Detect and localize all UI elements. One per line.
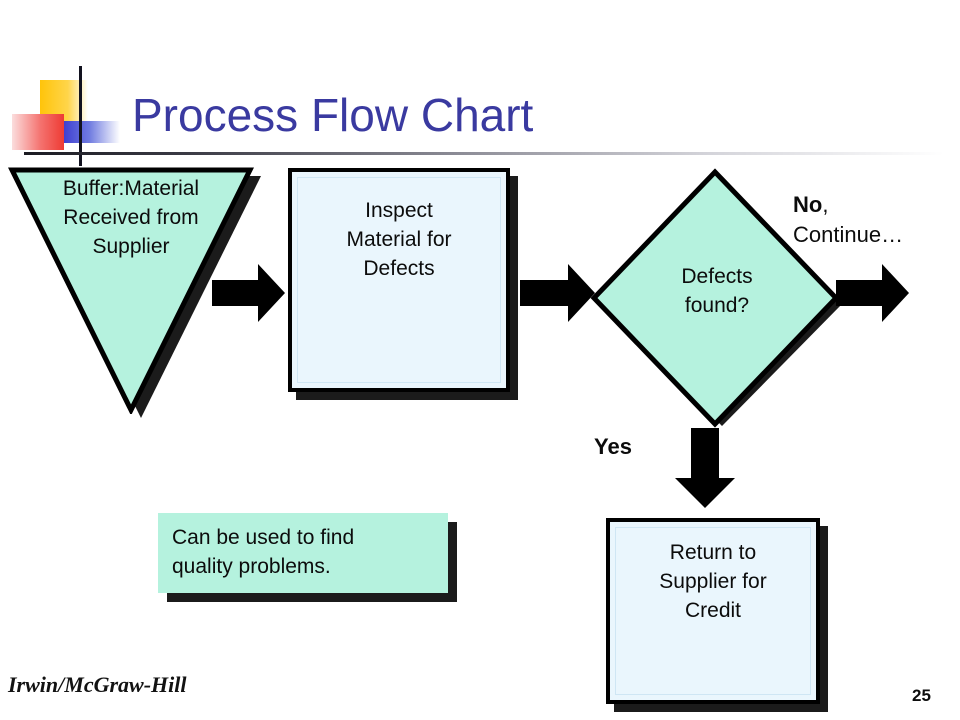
return-box-shape (606, 518, 820, 704)
footer-brand: Irwin/McGraw-Hill (8, 672, 187, 697)
inspect-label-line3: Defects (363, 257, 435, 280)
buffer-label: Buffer:Material Received from Supplier (22, 174, 240, 261)
inspect-label: Inspect Material for Defects (298, 196, 500, 283)
buffer-label-line1: Buffer:Material (62, 177, 200, 200)
vertical-rule-icon (79, 66, 82, 166)
red-square-icon (12, 114, 64, 150)
edge-label-no: No, Continue… (793, 190, 953, 250)
note-label: Can be used to find quality problems. (172, 523, 438, 581)
footer-page-number: 25 (912, 686, 931, 705)
decision-diamond-shape (590, 168, 842, 428)
edge-label-no-strong: No (793, 192, 823, 217)
return-label: Return to Supplier for Credit (616, 538, 810, 625)
blue-square-icon (64, 121, 120, 143)
callout-note[interactable]: Can be used to find quality problems. (158, 513, 457, 602)
edge-label-yes: Yes (594, 434, 632, 459)
connector-arrow-buffer-to-inspect (212, 262, 286, 324)
slide-decoration (10, 66, 140, 166)
edge-label-no-line2: Continue… (793, 222, 904, 247)
inspect-label-line2: Material for (346, 228, 452, 251)
edge-label-no-line1: No, (793, 190, 953, 220)
inspect-inner-border (297, 177, 501, 383)
flow-node-buffer[interactable]: Buffer:Material Received from Supplier (8, 166, 261, 418)
decision-label-line1: Defects (681, 265, 753, 288)
note-label-line1: Can be used to find (172, 526, 355, 549)
return-label-line3: Credit (684, 599, 742, 622)
connector-arrow-decision-no (836, 262, 910, 324)
return-inner-border (615, 527, 811, 695)
flow-node-return[interactable]: Return to Supplier for Credit (606, 518, 828, 712)
inspect-box-shape (288, 168, 510, 392)
note-box-shape (158, 513, 448, 593)
connector-arrow-inspect-to-decision (520, 262, 596, 324)
page-title: Process Flow Chart (132, 89, 534, 141)
note-label-line2: quality problems. (172, 555, 331, 578)
return-label-line1: Return to (669, 541, 757, 564)
title-underline-rule (24, 152, 944, 155)
return-label-line2: Supplier for (659, 570, 767, 593)
flow-node-inspect[interactable]: Inspect Material for Defects (288, 168, 518, 400)
buffer-label-line3: Supplier (92, 235, 170, 258)
inspect-label-line1: Inspect (365, 199, 433, 222)
edge-label-no-comma: , (822, 192, 829, 217)
decision-label: Defects found? (642, 262, 792, 320)
buffer-label-line2: Received from (63, 206, 199, 229)
decision-label-line2: found? (684, 294, 750, 317)
buffer-triangle-shape (8, 166, 254, 414)
flow-node-decision[interactable]: Defects found? (586, 164, 848, 432)
connector-arrow-decision-yes (673, 428, 737, 510)
